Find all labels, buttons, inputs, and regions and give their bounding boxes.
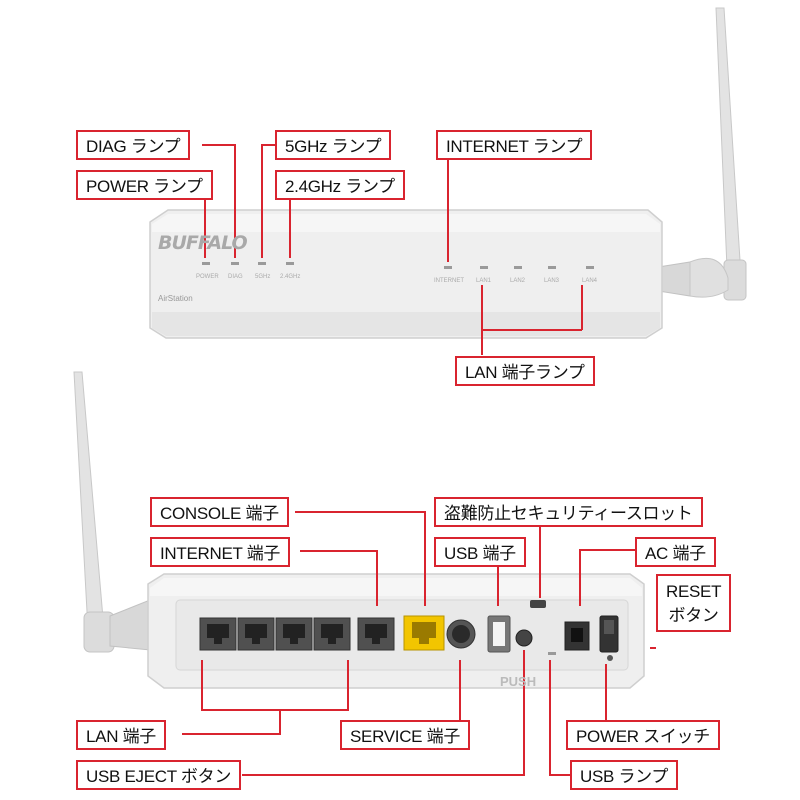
led-caption-power: POWER	[196, 274, 219, 280]
internet-port	[357, 617, 395, 651]
sub-brand: AirStation	[158, 294, 193, 303]
usb-led	[548, 652, 556, 655]
service-port	[446, 619, 476, 649]
label-diag-lamp: DIAG ランプ	[76, 130, 191, 160]
ac-port	[564, 621, 590, 651]
label-internet-lamp: INTERNET ランプ	[436, 130, 593, 160]
callout-lines	[182, 144, 656, 776]
lan3-led	[548, 266, 556, 269]
led-caption-5ghz: 5GHz	[255, 274, 271, 280]
label-24ghz-lamp: 2.4GHz ランプ	[275, 170, 405, 200]
diag-led	[231, 262, 239, 265]
lan1-led	[480, 266, 488, 269]
front-router-body	[149, 209, 663, 339]
label-lan-lamp: LAN 端子ランプ	[455, 356, 595, 386]
label-usb-port: USB 端子	[434, 537, 526, 567]
label-antitheft-slot: 盗難防止セキュリティースロット	[434, 497, 703, 527]
label-reset-button: RESET ボタン	[656, 574, 732, 632]
label-reset-line1: RESET	[666, 582, 722, 601]
label-service-port: SERVICE 端子	[340, 720, 471, 750]
led-caption-lan3: LAN3	[544, 278, 560, 284]
label-ac-port: AC 端子	[635, 537, 716, 567]
rear-antenna	[73, 371, 151, 653]
usb-eject-button	[515, 629, 533, 647]
rear-push-text: PUSH	[500, 674, 537, 689]
label-usb-lamp: USB ランプ	[570, 760, 679, 790]
lan2-led	[514, 266, 522, 269]
label-reset-line2: ボタン	[668, 606, 719, 625]
led-caption-diag: DIAG	[228, 274, 243, 280]
24ghz-led	[286, 262, 294, 265]
label-power-switch: POWER スイッチ	[566, 720, 720, 750]
5ghz-led	[258, 262, 266, 265]
lan-ports	[199, 617, 351, 651]
lan4-led	[586, 266, 594, 269]
label-5ghz-lamp: 5GHz ランプ	[275, 130, 392, 160]
led-caption-24ghz: 2.4GHz	[280, 274, 301, 280]
internet-led	[444, 266, 452, 269]
led-caption-internet: INTERNET	[434, 278, 464, 284]
label-internet-port: INTERNET 端子	[150, 537, 291, 567]
led-caption-lan2: LAN2	[510, 278, 526, 284]
led-caption-lan1: LAN1	[476, 278, 492, 284]
usb-port	[487, 615, 511, 653]
reset-button	[607, 655, 613, 661]
label-console-port: CONSOLE 端子	[150, 497, 289, 527]
security-slot	[530, 600, 546, 608]
console-port	[403, 615, 445, 651]
power-switch	[599, 615, 619, 653]
label-lan-port: LAN 端子	[76, 720, 166, 750]
power-led	[202, 262, 210, 265]
led-caption-lan4: LAN4	[582, 278, 598, 284]
rear-router-body	[147, 573, 645, 689]
front-antenna	[651, 7, 747, 301]
label-usb-eject: USB EJECT ボタン	[76, 760, 242, 790]
label-power-lamp: POWER ランプ	[76, 170, 213, 200]
brand-logo: BUFFALO	[158, 232, 248, 254]
